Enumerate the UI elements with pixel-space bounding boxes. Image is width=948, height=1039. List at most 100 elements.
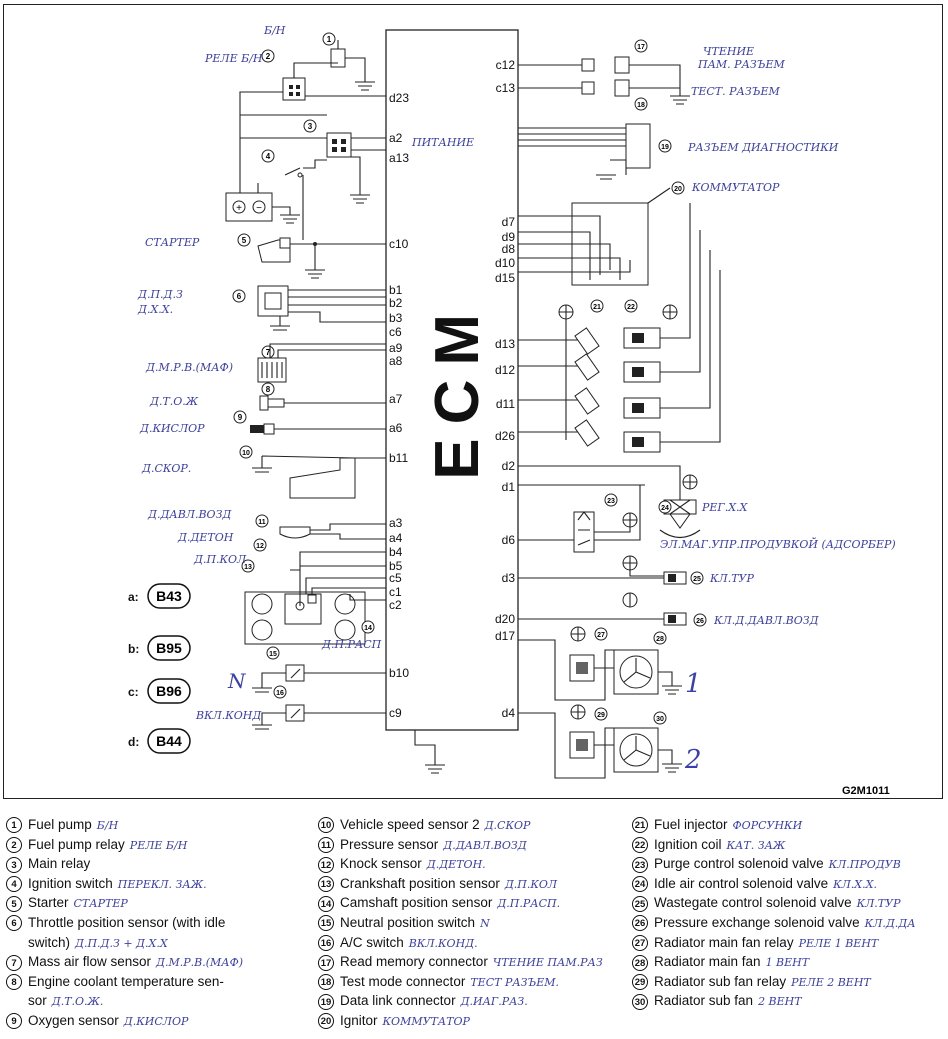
- note-data-link: РАЗЪЕМ ДИАГНОСТИКИ: [687, 141, 839, 154]
- note-ect: Д.Т.О.Ж: [149, 395, 199, 408]
- svg-text:30: 30: [656, 716, 664, 723]
- legend-number: 20: [318, 1013, 334, 1030]
- throttle-position-sensor: 6: [232, 285, 386, 331]
- battery: + −: [225, 165, 300, 224]
- fuel-pump-relay: 2: [239, 49, 386, 115]
- legend-handwritten-note: 2 ВЕНТ: [758, 995, 802, 1009]
- ecm-pin-b3: b3: [389, 311, 403, 325]
- legend-handwritten-note: СТАРТЕР: [73, 897, 128, 911]
- svg-text:7: 7: [266, 348, 271, 357]
- legend-text: Test mode connector: [340, 973, 466, 989]
- coolant-temperature-sensor: 8: [259, 382, 386, 411]
- svg-text:28: 28: [656, 636, 664, 643]
- legend-handwritten-note: ЧТЕНИЕ ПАМ.РАЗ: [492, 956, 603, 970]
- ecm-pin-a2: a2: [389, 131, 403, 145]
- legend-handwritten-note: РЕЛЕ 1 ВЕНТ: [798, 936, 879, 950]
- legend-number: 10: [318, 817, 334, 834]
- purge-and-iac-valves: 24 23: [518, 465, 701, 553]
- svg-text:2: 2: [266, 52, 271, 61]
- ecm-pin-a3: a3: [389, 516, 403, 530]
- legend-text: Pressure exchange solenoid valve: [654, 914, 860, 930]
- note-read-1: ЧТЕНИЕ: [703, 45, 754, 58]
- ecm-pin-a8: a8: [389, 354, 403, 368]
- svg-text:14: 14: [364, 625, 372, 632]
- legend-text: Throttle position sensor (with idle: [28, 914, 226, 930]
- legend-text: sor: [28, 993, 47, 1009]
- svg-text:18: 18: [637, 102, 645, 109]
- pressure-exchange-valve: 26: [518, 592, 707, 627]
- figure-id: G2M1011: [842, 785, 890, 797]
- legend-handwritten-note: Д.СКОР: [484, 819, 531, 832]
- svg-text:22: 22: [627, 304, 635, 311]
- ecm-pin-a9: a9: [389, 341, 403, 355]
- ecm-pin-a13: a13: [389, 151, 409, 165]
- ecm-pin-d9: d9: [502, 230, 516, 244]
- ecm-pin-b10: b10: [389, 666, 409, 680]
- ecm-pin-c1: c1: [389, 585, 402, 599]
- ecm-pin-d4: d4: [502, 706, 516, 720]
- ecm-pin-d12: d12: [495, 363, 515, 377]
- ecm-pin-c2: c2: [389, 598, 402, 612]
- svg-text:25: 25: [693, 576, 701, 583]
- legend-handwritten-note: Д.П.КОЛ: [504, 877, 558, 891]
- legend-handwritten-note: ТЕСТ РАЗЪЕМ.: [470, 975, 560, 989]
- svg-text:6: 6: [237, 292, 242, 301]
- legend-handwritten-note: Б/Н: [96, 819, 119, 832]
- ecm-pin-d15: d15: [495, 271, 515, 285]
- connector-code: B43: [156, 588, 182, 604]
- svg-text:24: 24: [661, 505, 669, 512]
- ecm-pin-d11: d11: [496, 397, 515, 411]
- ecm-pin-c6: c6: [389, 325, 402, 339]
- legend-number: 13: [318, 876, 334, 893]
- svg-text:19: 19: [661, 144, 669, 151]
- legend-text: Read memory connector: [340, 954, 488, 970]
- connector-code: B96: [156, 683, 182, 699]
- data-link-connector: 19: [518, 123, 672, 180]
- ecm-pin-d7: d7: [502, 215, 516, 229]
- note-ac: ВКЛ.КОНД: [195, 709, 262, 722]
- ecm-pin-b2: b2: [389, 296, 403, 310]
- pressure-sensor: 11: [255, 514, 386, 540]
- ecm-pin-c12: c12: [496, 58, 516, 72]
- ecm-box: [385, 29, 519, 731]
- svg-text:1: 1: [327, 35, 332, 44]
- legend-text: Engine coolant temperature sen-: [28, 973, 224, 989]
- ecm-pin-a4: a4: [389, 531, 403, 545]
- svg-text:20: 20: [674, 186, 682, 193]
- note-ignitor: КОММУТАТОР: [691, 181, 780, 194]
- svg-text:12: 12: [256, 543, 264, 550]
- legend-number: 15: [318, 915, 334, 932]
- legend-number: 30: [632, 993, 648, 1010]
- note-throttle-1: Д.П.Д.З: [137, 288, 183, 301]
- svg-text:5: 5: [242, 236, 247, 245]
- ecm-pin-d8: d8: [502, 242, 516, 256]
- svg-text:3: 3: [308, 122, 313, 131]
- note-iac: РЕГ.Х.Х: [701, 501, 749, 514]
- read-memory-connector: 17: [518, 39, 681, 96]
- svg-text:15: 15: [269, 651, 277, 658]
- legend-text: Wastegate control solenoid valve: [654, 895, 852, 911]
- neutral-position-switch: 15 16: [252, 646, 386, 699]
- fuel-injectors: 21: [518, 299, 604, 447]
- legend-handwritten-note: РЕЛЕ Б/Н: [129, 838, 188, 852]
- legend-handwritten-note: N: [480, 916, 490, 930]
- ignition-switch: 4: [261, 149, 327, 240]
- legend-text: Data link connector: [340, 993, 456, 1009]
- oxygen-sensor: 9: [233, 410, 386, 435]
- legend-number: 25: [632, 895, 648, 912]
- svg-text:13: 13: [244, 564, 252, 571]
- ecm-pin-d23: d23: [389, 91, 409, 105]
- connector-letter: a:: [128, 590, 139, 604]
- radiator-main-fan: 27 28: [518, 626, 682, 701]
